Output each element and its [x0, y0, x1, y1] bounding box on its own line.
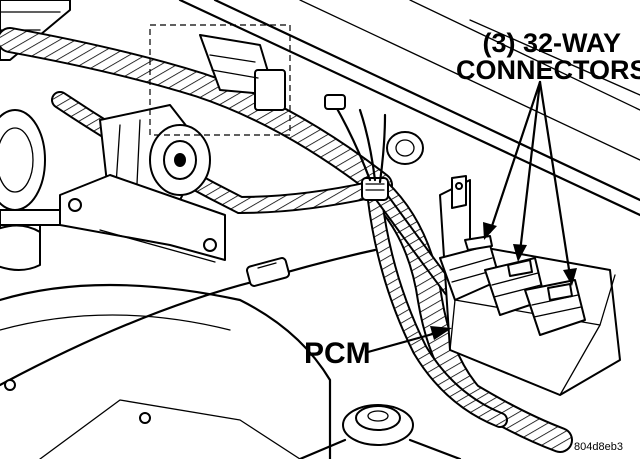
- figure-id-label: 804d8eb3: [574, 441, 623, 453]
- wiring-harness-pcm: [365, 177, 573, 453]
- battery-cap: [298, 404, 462, 459]
- connectors-callout-label: (3) 32-WAY CONNECTORS: [456, 30, 640, 84]
- mounting-bracket: [59, 174, 226, 263]
- coolant-reservoir: [0, 109, 46, 271]
- connectors-callout-line1: (3) 32-WAY: [482, 28, 622, 58]
- pcm-leader-arrow: [366, 326, 452, 354]
- connectors-callout-line2: CONNECTORS: [456, 55, 640, 85]
- connector-3: [524, 279, 586, 336]
- pigtail-wires: [324, 94, 387, 184]
- pcm-callout-label: PCM: [304, 337, 371, 370]
- harness-grommet: [386, 131, 424, 165]
- connector-leader-arrows: [483, 80, 577, 286]
- harness-clip: [361, 177, 389, 201]
- engine-deck: [0, 283, 332, 459]
- relay-block: [149, 24, 291, 136]
- fender-panel: [178, 0, 640, 217]
- inline-connector: [0, 248, 377, 387]
